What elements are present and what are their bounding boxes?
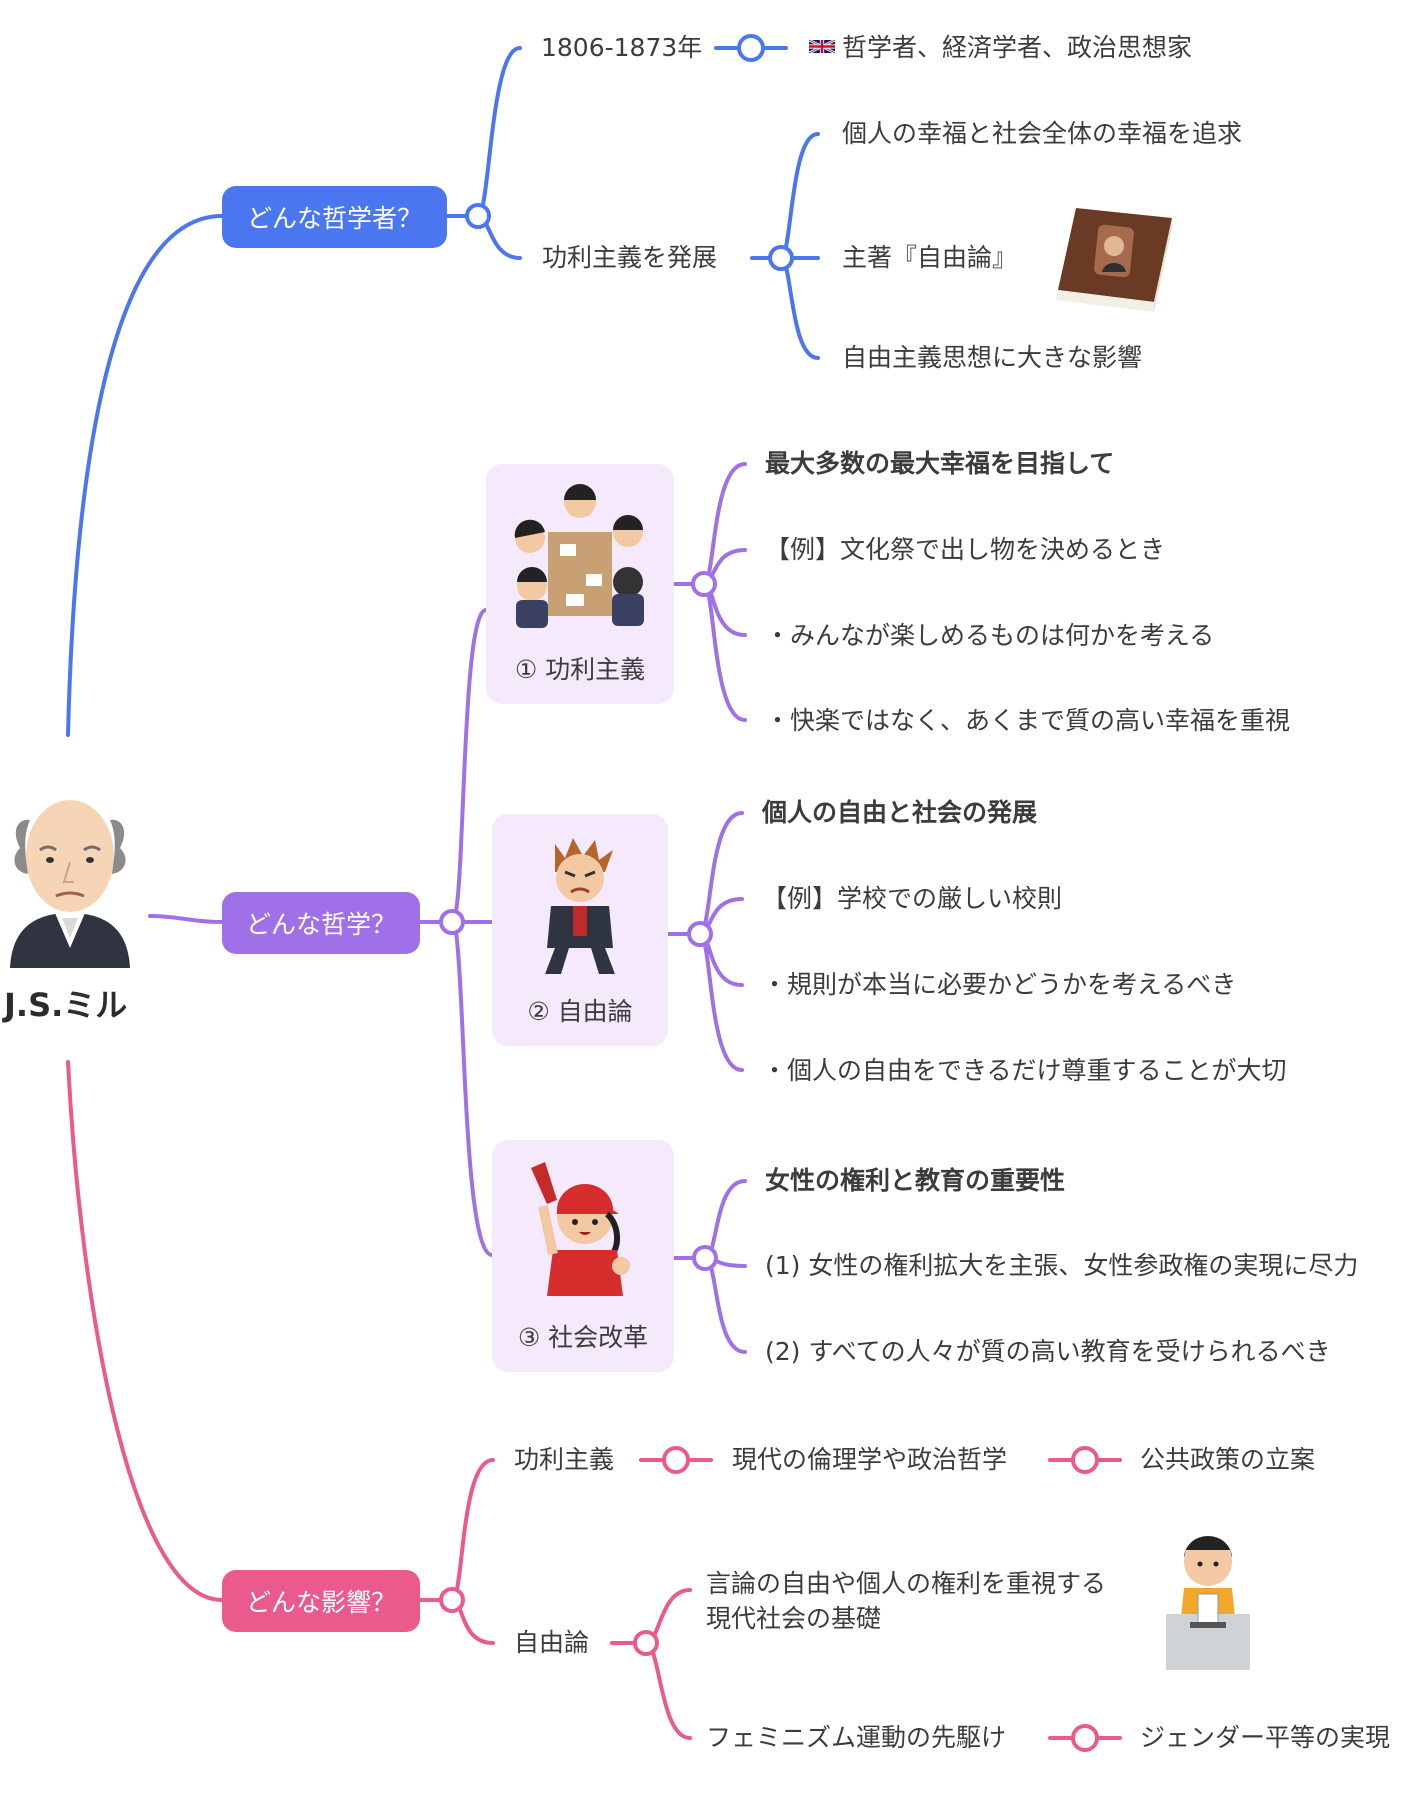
influence-feminism: フェミニズム運動の先駆け xyxy=(706,1723,1007,1752)
influence-on-liberty: 自由論 xyxy=(514,1628,590,1657)
topic-caption-social-reform: ③ 社会改革 xyxy=(517,1323,649,1352)
develop-utilitarianism-text: 功利主義を発展 xyxy=(542,243,718,272)
topic-card-liberty[interactable]: ② 自由論 xyxy=(492,814,668,1046)
frustrated-student-illustration xyxy=(545,838,615,974)
root-node-title[interactable]: J.S.ミル xyxy=(4,986,128,1024)
point-liberal-influence: 自由主義思想に大きな影響 xyxy=(842,343,1143,372)
influence-basis-line1: 言論の自由や個人の権利を重視する xyxy=(706,1569,1107,1598)
topic-card-social-reform[interactable]: ③ 社会改革 xyxy=(492,1140,674,1372)
point-main-work: 主著『自由論』 xyxy=(842,243,1018,272)
topic2-line3: ・個人の自由をできるだけ尊重することが大切 xyxy=(762,1056,1287,1085)
connector-root-influence xyxy=(66,1060,224,1602)
influence-public-policy: 公共政策の立案 xyxy=(1140,1445,1316,1474)
branch-philosophy-node[interactable]: どんな哲学？ xyxy=(222,892,420,954)
branch-influence-node[interactable]: どんな影響？ xyxy=(222,1570,420,1632)
voting-boy-illustration xyxy=(1166,1536,1250,1670)
influence-basis-line2: 現代社会の基礎 xyxy=(706,1604,882,1633)
book-illustration xyxy=(1056,208,1172,312)
lifespan-text: 1806-1873年 xyxy=(541,33,703,62)
topic1-heading: 最大多数の最大幸福を目指して xyxy=(765,449,1115,478)
influence-utilitarianism: 功利主義 xyxy=(514,1445,615,1474)
profession-text: 哲学者、経済学者、政治思想家 xyxy=(842,33,1193,62)
point-pursue-happiness: 個人の幸福と社会全体の幸福を追求 xyxy=(842,119,1243,148)
branch-influence-label: どんな影響？ xyxy=(245,1588,396,1617)
topic2-line2: ・規則が本当に必要かどうかを考えるべき xyxy=(762,970,1237,999)
influence-gender-equality: ジェンダー平等の実現 xyxy=(1140,1723,1391,1752)
topic3-line2: (2) すべての人々が質の高い教育を受けられるべき xyxy=(765,1337,1331,1366)
mill-portrait-illustration xyxy=(10,800,130,968)
topic3-line1: (1) 女性の権利拡大を主張、女性参政権の実現に尽力 xyxy=(765,1251,1359,1280)
group-discussion-illustration xyxy=(514,484,644,628)
topic-card-utilitarianism[interactable]: ① 功利主義 xyxy=(486,464,674,704)
topic1-line3: ・快楽ではなく、あくまで質の高い幸福を重視 xyxy=(765,706,1291,735)
uk-flag-icon xyxy=(809,38,835,55)
topic-caption-utilitarianism: ① 功利主義 xyxy=(514,655,646,684)
branch-philosophy-label: どんな哲学？ xyxy=(245,910,396,939)
branch-philosopher-node[interactable]: どんな哲学者？ xyxy=(222,186,447,248)
branch-philosopher-label: どんな哲学者？ xyxy=(246,204,422,233)
connector-root-philosophy xyxy=(148,914,224,924)
topic1-line2: ・みんなが楽しめるものは何かを考える xyxy=(765,621,1215,650)
topic1-line1: 【例】文化祭で出し物を決めるとき xyxy=(765,535,1166,564)
topic3-heading: 女性の権利と教育の重要性 xyxy=(765,1166,1066,1195)
topic2-line1: 【例】学校での厳しい校則 xyxy=(762,884,1063,913)
cheering-person-illustration xyxy=(531,1162,630,1296)
connector-root-philosopher xyxy=(66,214,224,737)
topic-caption-liberty: ② 自由論 xyxy=(527,997,633,1026)
influence-modern-ethics: 現代の倫理学や政治哲学 xyxy=(732,1445,1008,1474)
topic2-heading: 個人の自由と社会の発展 xyxy=(762,798,1038,827)
